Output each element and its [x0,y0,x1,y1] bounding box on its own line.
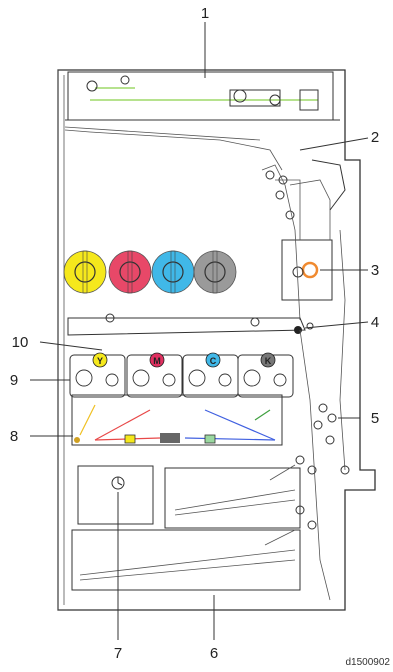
machine-frame [57,69,376,611]
pcu-drum [243,369,261,387]
pcu-drum [188,369,206,387]
toner-bottle-yellow [63,250,107,294]
laser-beam-cyan [204,409,276,441]
toner-bottle-hub [162,261,184,283]
toner-bottle-cyan [151,250,195,294]
toner-bottle-rib [127,250,133,294]
toner-bottle-rib [212,250,218,294]
pcu-roller [105,373,119,387]
transfer-belt-unit [67,313,314,336]
pcu-roller [218,373,232,387]
callout-numbers: 1 2 3 4 5 6 7 8 9 10 [10,5,379,662]
pcu-badge-letter: M [153,356,161,366]
callout-9: 9 [10,372,18,389]
paper-feed-rollers [295,329,350,601]
toner-bottles [63,250,237,294]
waste-toner-bottle [77,465,154,525]
scanner-unit [64,71,340,171]
callout-1: 1 [201,5,209,22]
laser-optics-unit [71,394,283,446]
pcu-badge [205,352,221,368]
laser-beam-cyan [184,437,276,441]
toner-bottle-magenta [108,250,152,294]
callout-6: 6 [210,645,218,662]
pcu-badge-letter: Y [97,356,103,366]
callout-3: 3 [371,262,379,279]
paper-trays [71,464,301,591]
polygon-mirror-block [204,434,216,444]
laser-beam-magenta [94,409,151,441]
laser-beam-yellow [79,404,96,436]
toner-bottle-hub [204,261,226,283]
callout-10: 10 [12,334,29,351]
pcu-badge-letter: K [265,356,272,366]
polygon-motor [160,433,180,443]
pcu-drum [132,369,150,387]
toner-bottle-hub [119,261,141,283]
paper-exit-rollers [261,164,346,471]
callout-8: 8 [10,428,18,445]
callout-leader-lines [30,22,369,640]
toner-bottle-black [193,250,237,294]
callout-2: 2 [371,129,379,146]
laser-beam-black [254,409,271,421]
pcu-drum [75,369,93,387]
pcu-badge [260,352,276,368]
pcu-badge [92,352,108,368]
fusing-unit [275,159,346,301]
toner-bottle-rib [170,250,176,294]
pcu-badge [149,352,165,368]
polygon-mirror-block [124,434,136,444]
laser-diode [74,437,80,443]
callout-5: 5 [371,410,379,427]
pcu-badge-letter: C [210,356,217,366]
toner-bottle-hub [74,261,96,283]
callout-7: 7 [114,645,122,662]
callout-4: 4 [371,314,379,331]
toner-bottle-rib [82,250,88,294]
pcu-roller [273,373,287,387]
fusing-roller [301,261,319,279]
drawing-id: d1500902 [346,657,391,668]
pcu-roller [162,373,176,387]
